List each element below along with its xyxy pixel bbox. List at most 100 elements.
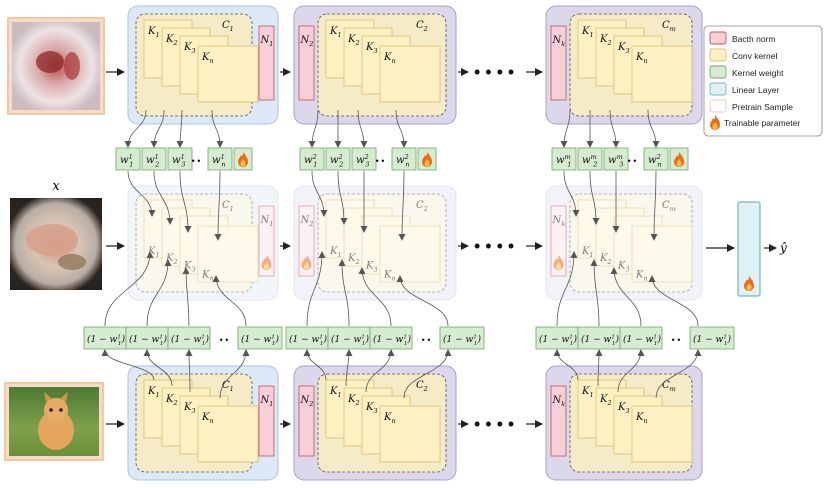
pretrain-kernel-to-inverse-curve: [553, 349, 579, 381]
weight-to-kernel-curve: [589, 170, 600, 225]
kernel-label-k1: K1: [329, 246, 342, 259]
kernel-label-k3: K3: [365, 42, 378, 55]
input-image-lesion: [10, 198, 102, 290]
kernel-weight: [391, 147, 417, 171]
weight-to-kernel-curve: [337, 170, 348, 225]
kernel-label-k2: K2: [347, 394, 360, 407]
legend-label: Linear Layer: [732, 85, 779, 95]
chain-dots: • • • •: [474, 62, 514, 82]
conv-kernel: [631, 45, 693, 103]
batch-norm: [258, 25, 275, 101]
kernel-to-weight-curve: [357, 109, 368, 148]
pretrain-image-lesion: [7, 17, 105, 115]
kernel-to-weight-curve: [395, 109, 408, 148]
input-label-x: x: [52, 179, 60, 194]
batch-norm: [258, 385, 275, 457]
conv-kernel: [379, 45, 441, 103]
batch-norm: [550, 25, 567, 101]
kernel-label-k1: K1: [581, 246, 594, 259]
chain-dots: • • • •: [474, 236, 514, 256]
legend-swatch: [709, 65, 727, 79]
inverse-to-kernel-curve: [338, 259, 350, 327]
batch-norm: [550, 385, 567, 457]
weight-dots: • •: [422, 335, 431, 345]
kernel-to-weight-curve: [211, 109, 224, 148]
inverse-to-kernel-curve: [590, 259, 600, 327]
conv-group-label: C1: [222, 380, 234, 393]
legend-label: Pretrain Sample: [732, 102, 793, 112]
legend-trainable-label: Trainable parameter: [724, 118, 800, 128]
pretrain-kernel-to-inverse-curve: [185, 349, 193, 393]
kernel-label-k3: K3: [617, 42, 630, 55]
kernel-label-k1: K1: [329, 26, 342, 39]
kernel-label-kn: Kn: [201, 412, 214, 425]
legend-swatch: [709, 99, 727, 113]
kernel-label-kn: Kn: [635, 269, 648, 282]
pretrain-kernel-to-inverse-curve: [617, 349, 645, 393]
kernel-label-k2: K2: [165, 394, 178, 407]
kernel-weight: [577, 147, 603, 171]
kernel-label-k3: K3: [365, 260, 378, 273]
batch-norm: [550, 205, 567, 277]
batch-norm-label: N2: [300, 35, 314, 48]
batch-norm-label: Nk: [552, 215, 566, 228]
weight-to-kernel-curve: [563, 170, 580, 217]
kernel-weight: [325, 147, 351, 171]
kernel-label-k3: K3: [183, 402, 196, 415]
kernel-to-weight-curve: [647, 109, 660, 148]
weight-to-kernel-curve: [179, 170, 192, 233]
kernel-label-k3: K3: [617, 260, 630, 273]
kernel-weight: [207, 147, 233, 171]
weight-to-kernel-curve: [650, 170, 658, 241]
batch-norm-label: N1: [260, 215, 274, 228]
conv-group-label: Cm: [662, 20, 676, 33]
weight-dots: • •: [376, 156, 385, 166]
inverse-weight: [369, 326, 413, 350]
conv-group-label: Cm: [662, 380, 676, 393]
pretrain-kernel-to-inverse-curve: [655, 349, 702, 399]
inverse-to-kernel-curve: [358, 267, 392, 327]
conv-kernel: [197, 225, 259, 283]
weight-to-kernel-curve: [311, 170, 328, 217]
batch-norm-label: N1: [260, 395, 274, 408]
conv-kernel: [631, 405, 693, 463]
kernel-label-k2: K2: [165, 34, 178, 47]
legend-swatch: [709, 82, 727, 96]
inverse-weight: [167, 326, 211, 350]
pretrain-kernel-to-inverse-curve: [219, 349, 250, 399]
kernel-label-kn: Kn: [383, 52, 396, 65]
batch-norm-label: N1: [260, 35, 274, 48]
inverse-to-kernel-curve: [556, 251, 578, 327]
batch-norm: [298, 385, 315, 457]
conv-group-label: C1: [222, 20, 234, 33]
pretrain-kernel-to-inverse-curve: [595, 349, 603, 387]
pretrain-kernel-to-inverse-curve: [403, 349, 452, 399]
weight-to-kernel-curve: [214, 170, 222, 241]
chain-dots: • • • •: [474, 414, 514, 434]
kernel-label-k2: K2: [165, 253, 178, 266]
pretrain-kernel-to-inverse-curve: [101, 349, 155, 381]
